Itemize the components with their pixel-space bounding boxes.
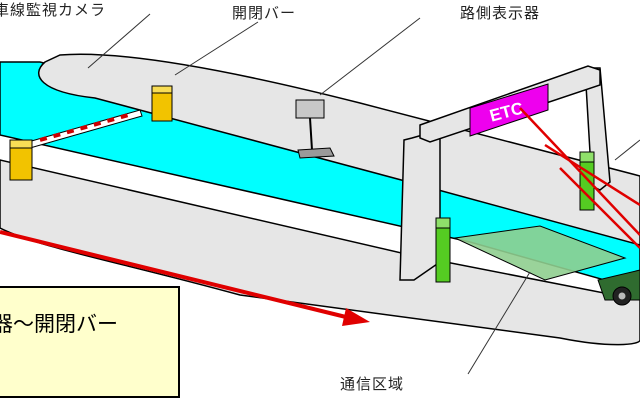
etc-sign-panel [469, 83, 549, 137]
note-box: 器～開閉バー [0, 286, 180, 398]
note-text: 器～開閉バー [0, 312, 118, 336]
leader-display [319, 17, 421, 96]
upper-island [38, 53, 640, 246]
travel-arrow-head [342, 308, 370, 326]
label-roadside-display: 路側表示器 [460, 4, 541, 22]
signal-line-2 [544, 143, 640, 207]
vehicle [597, 269, 640, 306]
signal-line-1 [519, 107, 640, 236]
signal-line-3 [559, 167, 640, 249]
leader-right [614, 139, 640, 161]
communication-area [453, 225, 627, 281]
label-communication-area: 通信区域 [340, 375, 405, 393]
travel-arrow-line [0, 230, 351, 320]
roadside-display-unit [295, 99, 335, 159]
antenna-front [435, 217, 451, 283]
leader-comm-area [467, 271, 531, 375]
gate-box-right [151, 85, 173, 122]
leader-camera [87, 13, 151, 69]
label-gate-bar: 開閉バー [232, 4, 297, 22]
gate-box-left [9, 139, 33, 181]
leader-gate-bar [174, 21, 259, 76]
label-lane-monitoring-camera: 車線監視カメラ [0, 1, 107, 19]
